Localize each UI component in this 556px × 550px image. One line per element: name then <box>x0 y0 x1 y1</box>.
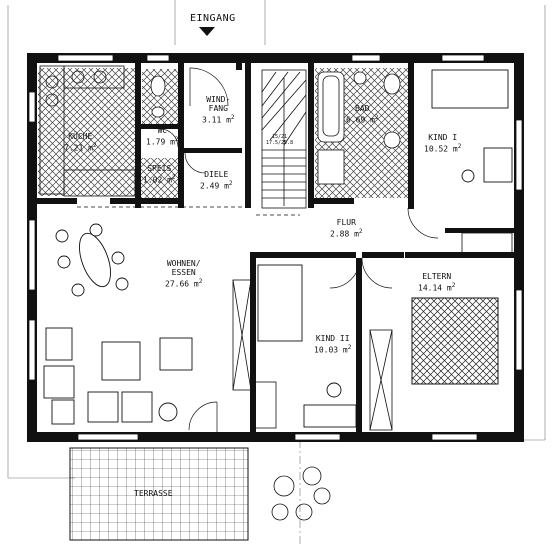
doors <box>159 67 439 432</box>
living-furniture <box>43 327 193 425</box>
flur-dashes <box>77 206 300 216</box>
wardrobes <box>232 232 513 431</box>
plants <box>271 466 331 521</box>
terrace-outline <box>69 447 249 541</box>
sanitary-fixtures <box>150 71 401 185</box>
entrance-arrow-icon <box>199 27 215 36</box>
interior-walls <box>37 60 517 436</box>
staircase <box>261 69 307 209</box>
dining-set <box>55 223 129 297</box>
kitchen-counters <box>39 65 136 197</box>
beds <box>257 69 509 385</box>
desks <box>303 147 513 428</box>
windows <box>28 54 523 441</box>
terrace-label: TERRASSE <box>134 489 173 498</box>
entrance-label: EINGANG <box>190 13 236 24</box>
